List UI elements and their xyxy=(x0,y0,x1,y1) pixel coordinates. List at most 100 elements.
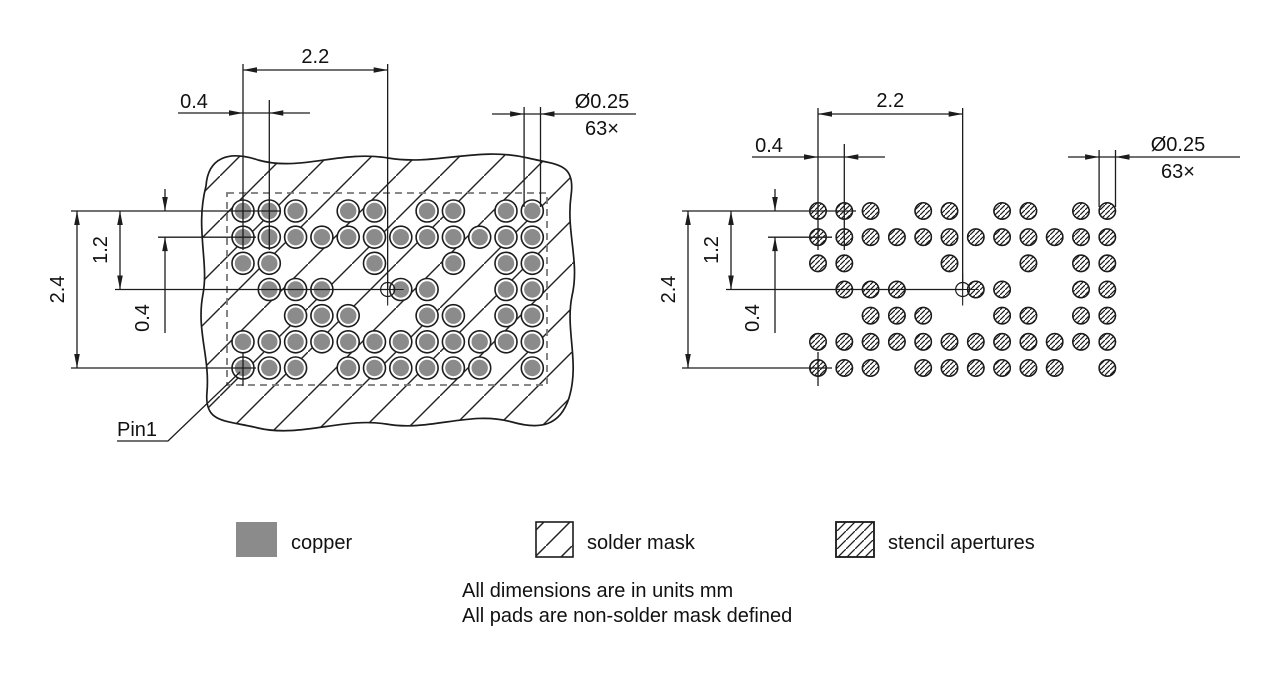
stencil-aperture-hatch xyxy=(966,228,985,247)
stencil-aperture-hatch xyxy=(1098,228,1117,247)
stencil-aperture-hatch xyxy=(993,359,1011,377)
copper-pad xyxy=(445,333,462,351)
copper-pad xyxy=(524,228,541,246)
stencil-aperture-hatch xyxy=(861,332,880,351)
copper-pad xyxy=(445,255,462,272)
copper-pad xyxy=(340,228,357,246)
copper-pad xyxy=(261,333,278,351)
copper-pad xyxy=(392,333,409,351)
stencil-aperture-hatch xyxy=(888,228,906,247)
copper-pad xyxy=(497,333,515,351)
copper-pad xyxy=(366,359,383,377)
stencil-aperture-hatch xyxy=(940,254,959,273)
copper-pad xyxy=(471,228,488,246)
note-units: All dimensions are in units mm xyxy=(462,580,733,602)
copper-pad xyxy=(497,307,515,324)
copper-pad xyxy=(524,307,541,324)
stencil-aperture-hatch xyxy=(835,332,854,351)
dim-label-row-pitch: 0.4 xyxy=(742,304,764,332)
pin1-label: Pin1 xyxy=(117,419,157,441)
copper-swatch xyxy=(236,522,277,557)
copper-pad xyxy=(445,359,462,377)
dim-label-row-center-span: 1.2 xyxy=(90,236,112,264)
copper-pad xyxy=(524,202,541,220)
stencil-aperture-hatch xyxy=(940,332,959,351)
copper-pad xyxy=(234,333,252,351)
dimension-arrowhead xyxy=(117,211,123,225)
copper-pad xyxy=(497,281,515,298)
copper-pad xyxy=(287,333,304,351)
pin1-callout: Pin1 xyxy=(117,371,241,442)
stencil-aperture-hatch xyxy=(993,228,1011,247)
copper-pad xyxy=(234,255,252,272)
copper-pad xyxy=(418,228,436,246)
dim-label-col-center-span: 2.2 xyxy=(301,46,329,68)
copper-pad xyxy=(524,281,541,298)
stencil-aperture-hatch xyxy=(835,359,854,377)
dimension-arrowhead xyxy=(373,67,388,73)
copper-pad xyxy=(340,307,357,324)
dim-label-row-pitch: 0.4 xyxy=(132,304,154,332)
stencil-aperture-hatch xyxy=(914,359,933,377)
dimension-arrowhead xyxy=(772,237,778,252)
stencil-aperture-hatch xyxy=(1098,202,1117,220)
stencil-aperture-hatch xyxy=(1072,332,1090,351)
stencil-aperture-hatch xyxy=(809,332,827,351)
copper-pad xyxy=(471,333,488,351)
stencil-aperture-hatch xyxy=(940,228,959,247)
stencil-aperture-hatch xyxy=(1019,359,1038,377)
stencil-aperture-hatch xyxy=(914,228,933,247)
stencil-aperture-hatch xyxy=(861,359,880,377)
dimension-arrowhead xyxy=(844,154,859,160)
dim-label-pad-diameter: Ø0.25 xyxy=(575,91,629,113)
stencil-aperture-hatch xyxy=(914,332,933,351)
stencil-aperture-hatch xyxy=(993,202,1011,220)
dimension-arrowhead xyxy=(540,111,555,117)
stencil-aperture-hatch xyxy=(809,254,827,273)
legend-label-stencil: stencil apertures xyxy=(888,532,1035,554)
stencil-aperture-hatch xyxy=(966,332,985,351)
dim-label-row-span: 2.4 xyxy=(658,276,680,304)
stencil-aperture-hatch xyxy=(1019,228,1038,247)
origin-crosshair xyxy=(371,273,404,306)
dim-label-row-span: 2.4 xyxy=(47,276,69,304)
dimension-arrowhead xyxy=(117,275,123,290)
dimension-arrowhead xyxy=(728,275,734,290)
stencil-aperture-hatch xyxy=(1072,254,1090,273)
copper-pad xyxy=(313,228,331,246)
stencil-aperture-hatch xyxy=(888,306,906,325)
stencil-aperture-hatch xyxy=(1098,306,1117,325)
copper-pad xyxy=(313,333,331,351)
dim-label-pad-count: 63× xyxy=(1161,161,1195,183)
stencil-aperture-hatch xyxy=(861,306,880,325)
copper-pad xyxy=(261,255,278,272)
dimension-arrowhead xyxy=(685,354,691,369)
dimension-arrowhead xyxy=(269,110,284,116)
dimension-arrowhead xyxy=(772,197,778,211)
stencil-aperture-hatch xyxy=(940,202,959,220)
copper-pad xyxy=(287,228,304,246)
stencil-aperture-hatch xyxy=(888,332,906,351)
stencil-aperture-hatch xyxy=(1045,332,1064,351)
dimension-arrowhead xyxy=(728,211,734,225)
copper-pad xyxy=(392,359,409,377)
stencil-aperture-hatch xyxy=(1019,306,1038,325)
stencil-aperture-hatch xyxy=(1019,254,1038,273)
copper-pad xyxy=(471,359,488,377)
copper-pad xyxy=(524,255,541,272)
stencil-aperture-hatch xyxy=(1098,254,1117,273)
copper-pad xyxy=(366,228,383,246)
copper-pad xyxy=(418,281,436,298)
copper-pad xyxy=(261,359,278,377)
copper-pad xyxy=(418,202,436,220)
stencil-aperture-hatch xyxy=(993,306,1011,325)
stencil-aperture-hatch xyxy=(1072,280,1090,299)
copper-pad xyxy=(497,255,515,272)
stencil-aperture-hatch xyxy=(1072,306,1090,325)
stencil-aperture-hatch xyxy=(993,332,1011,351)
dimension-arrowhead xyxy=(1085,154,1100,160)
stencil-aperture-hatch xyxy=(914,306,933,325)
copper-pad xyxy=(524,359,541,377)
